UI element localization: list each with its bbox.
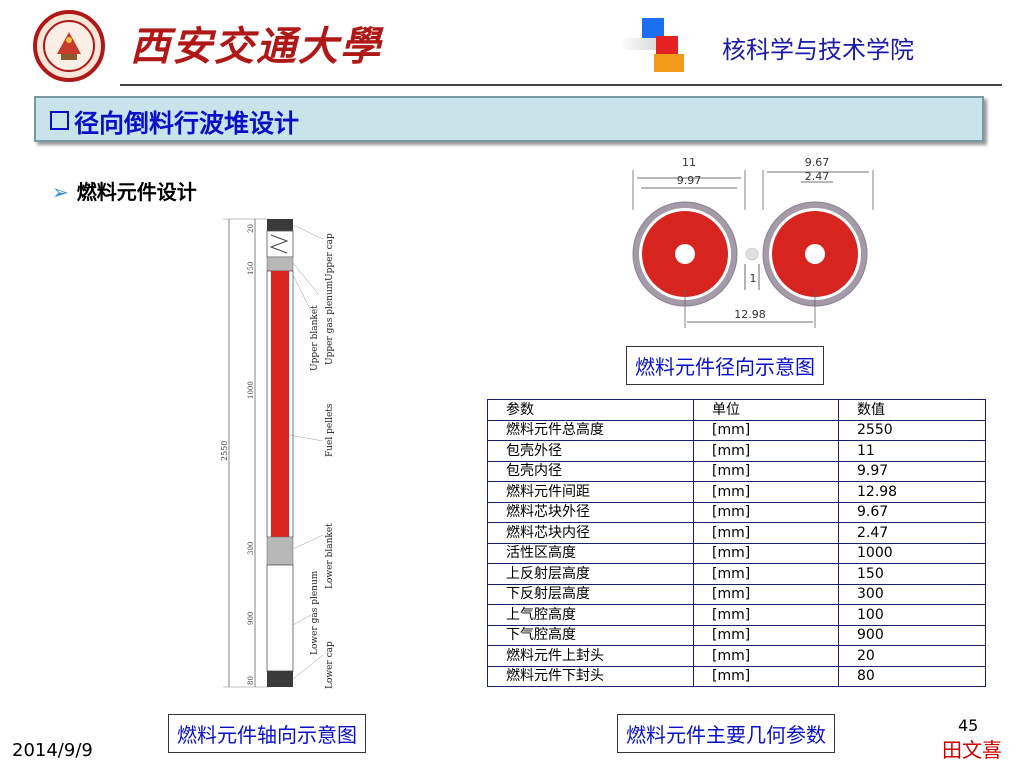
section-title-bar: 径向倒料行波堆设计: [34, 96, 984, 142]
table-cell: 燃料芯块外径: [487, 501, 694, 523]
dim-top-cap: 20: [247, 224, 255, 233]
decorative-blocks-icon: [620, 18, 684, 72]
dim-pellet-outer: 9.67: [805, 156, 830, 169]
label-fuel-pellets: Fuel pellets: [325, 403, 335, 457]
arrow-bullet-icon: ➢: [52, 180, 69, 204]
table-header-cell: 参数: [487, 399, 694, 421]
dim-upper-plenum: 150: [247, 262, 255, 275]
table-cell: [mm]: [693, 604, 839, 626]
table-header-cell: 数值: [838, 399, 986, 421]
table-cell: [mm]: [693, 501, 839, 523]
subsection-heading: ➢ 燃料元件设计: [52, 176, 197, 205]
dim-total-height: 2550: [220, 441, 229, 461]
dim-lower-plenum: 900: [247, 612, 255, 625]
university-name-logo: 西安交通大學: [130, 23, 382, 70]
section-title-text: 径向倒料行波堆设计: [74, 109, 300, 138]
table-cell: [mm]: [693, 624, 839, 646]
table-cell: 300: [838, 583, 986, 605]
table-cell: 燃料元件上封头: [487, 645, 694, 667]
table-cell: [mm]: [693, 522, 839, 544]
dim-clad-outer: 11: [682, 156, 696, 169]
radial-figure-caption: 燃料元件径向示意图: [626, 346, 824, 385]
radial-cross-section-figure: 11 9.97 9.67 2.47 1 12.98: [632, 156, 874, 328]
table-cell: 燃料元件下封头: [487, 665, 694, 687]
table-cell: 上反射层高度: [487, 563, 694, 585]
table-cell: 9.97: [838, 460, 986, 482]
dim-pellet-inner: 2.47: [805, 170, 830, 183]
header-divider: [120, 84, 1002, 86]
table-cell: 150: [838, 563, 986, 585]
table-header-row: 参数单位数值: [487, 399, 986, 421]
table-cell: 11: [838, 440, 986, 462]
table-cell: 900: [838, 624, 986, 646]
table-row: 燃料元件下封头[mm]80: [487, 665, 986, 687]
table-header-cell: 单位: [693, 399, 839, 421]
table-row: 包壳外径[mm]11: [487, 440, 986, 462]
dim-active-length: 1000: [247, 381, 255, 399]
table-cell: [mm]: [693, 563, 839, 585]
table-row: 活性区高度[mm]1000: [487, 542, 986, 564]
table-row: 燃料元件总高度[mm]2550: [487, 419, 986, 441]
table-cell: [mm]: [693, 542, 839, 564]
section-title: 径向倒料行波堆设计: [50, 104, 299, 140]
table-cell: 100: [838, 604, 986, 626]
label-upper-gas-plenum: Upper gas plenum: [325, 280, 335, 365]
page-number: 45: [958, 716, 979, 735]
table-cell: 包壳内径: [487, 460, 694, 482]
table-cell: [mm]: [693, 440, 839, 462]
table-cell: 20: [838, 645, 986, 667]
axial-figure-caption: 燃料元件轴向示意图: [168, 714, 366, 753]
table-row: 包壳内径[mm]9.97: [487, 460, 986, 482]
table-row: 上反射层高度[mm]150: [487, 563, 986, 585]
table-cell: [mm]: [693, 583, 839, 605]
label-lower-cap: Lower cap: [325, 641, 335, 689]
table-row: 下反射层高度[mm]300: [487, 583, 986, 605]
table-cell: 12.98: [838, 481, 986, 503]
table-cell: 2.47: [838, 522, 986, 544]
table-cell: [mm]: [693, 419, 839, 441]
subsection-title: 燃料元件设计: [76, 180, 197, 204]
label-upper-blanket: Upper blanket: [310, 305, 320, 371]
dim-clad-inner: 9.97: [677, 174, 702, 187]
dim-pitch: 12.98: [734, 308, 766, 321]
table-cell: [mm]: [693, 645, 839, 667]
table-row: 燃料芯块外径[mm]9.67: [487, 501, 986, 523]
label-lower-gas-plenum: Lower gas plenum: [310, 570, 320, 655]
table-cell: 1000: [838, 542, 986, 564]
university-seal-icon: [33, 10, 105, 82]
table-caption: 燃料元件主要几何参数: [617, 714, 835, 753]
table-cell: 燃料元件总高度: [487, 419, 694, 441]
table-row: 燃料元件间距[mm]12.98: [487, 481, 986, 503]
dim-bottom-cap: 80: [247, 676, 255, 685]
table-cell: 燃料元件间距: [487, 481, 694, 503]
table-cell: [mm]: [693, 460, 839, 482]
table-row: 上气腔高度[mm]100: [487, 604, 986, 626]
table-row: 燃料元件上封头[mm]20: [487, 645, 986, 667]
table-cell: 燃料芯块内径: [487, 522, 694, 544]
table-cell: 上气腔高度: [487, 604, 694, 626]
table-cell: 9.67: [838, 501, 986, 523]
table-cell: [mm]: [693, 481, 839, 503]
label-lower-blanket: Lower blanket: [325, 523, 335, 589]
dim-lower-blanket: 300: [247, 542, 255, 555]
label-upper-cap: Upper cap: [325, 233, 335, 281]
table-cell: 包壳外径: [487, 440, 694, 462]
dim-wire: 1: [750, 272, 757, 285]
table-cell: 活性区高度: [487, 542, 694, 564]
checkbox-bullet-icon: [50, 111, 69, 130]
table-cell: [mm]: [693, 665, 839, 687]
table-cell: 下反射层高度: [487, 583, 694, 605]
table-cell: 下气腔高度: [487, 624, 694, 646]
table-row: 下气腔高度[mm]900: [487, 624, 986, 646]
table-row: 燃料芯块内径[mm] 2.47: [487, 522, 986, 544]
school-name: 核科学与技术学院: [722, 36, 914, 64]
axial-section-figure: 2550 20 150 1000 300 900 80 Upper cap Up…: [220, 218, 335, 689]
table-cell: 80: [838, 665, 986, 687]
table-cell: 2550: [838, 419, 986, 441]
author-name: 田文喜: [942, 738, 1002, 762]
slide-date: 2014/9/9: [12, 740, 93, 761]
